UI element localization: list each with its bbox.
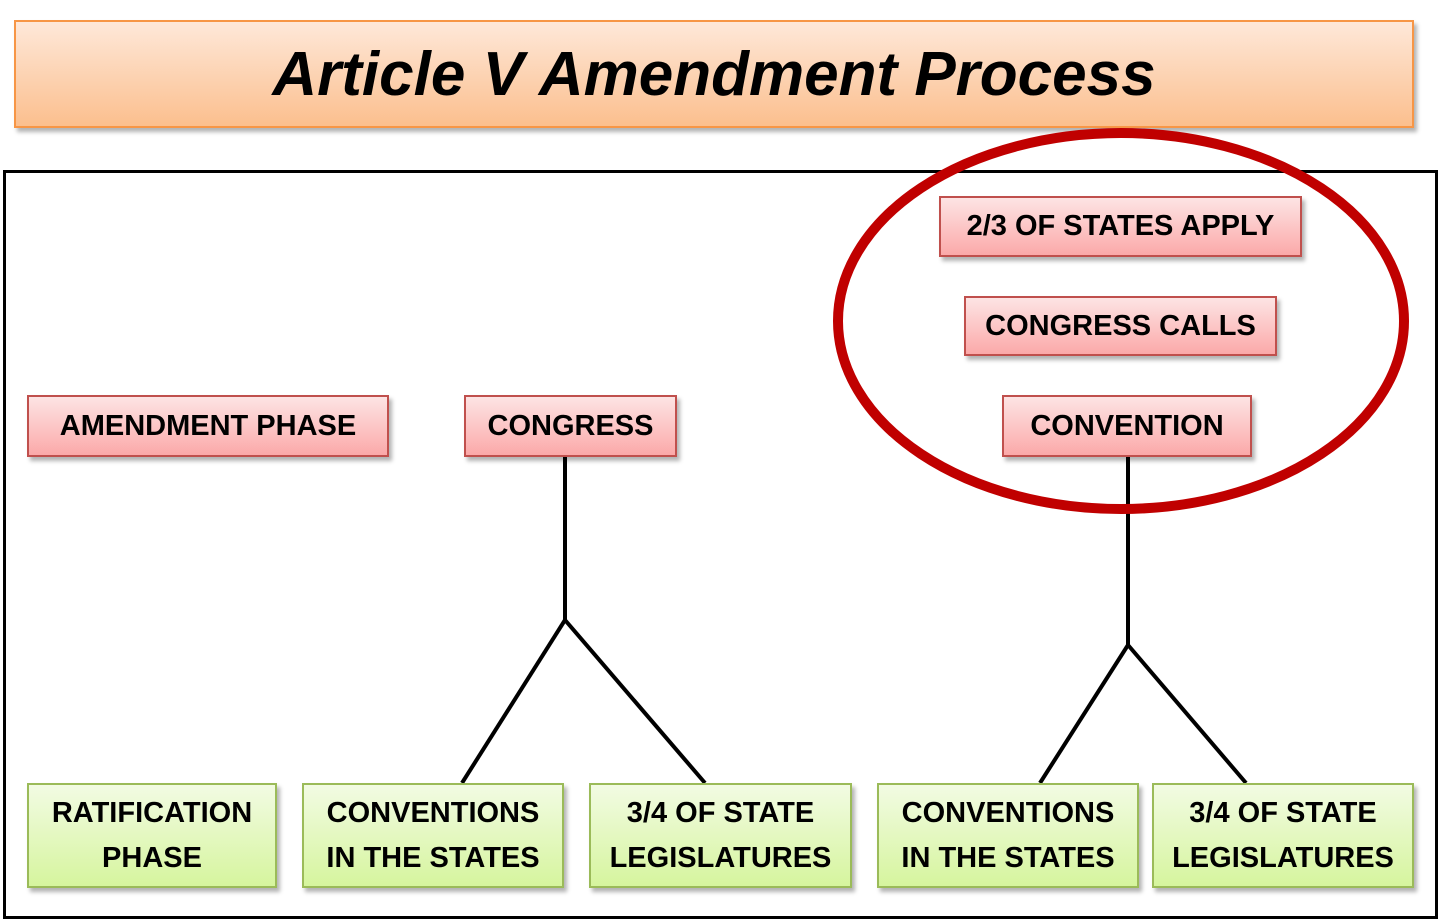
congress-conventions-box: CONVENTIONS IN THE STATES bbox=[302, 783, 564, 888]
box-line: IN THE STATES bbox=[326, 841, 540, 874]
congress-branch-right bbox=[563, 618, 707, 785]
convention-box: CONVENTION bbox=[1002, 395, 1252, 457]
diagram-frame bbox=[3, 170, 1438, 919]
box-line: 3/4 OF STATE bbox=[626, 796, 815, 829]
box-line: LEGISLATURES bbox=[609, 841, 832, 874]
congress-legislatures-box: 3/4 OF STATE LEGISLATURES bbox=[589, 783, 852, 888]
box-line: CONVENTIONS bbox=[326, 796, 540, 829]
congress-calls-box: CONGRESS CALLS bbox=[964, 296, 1277, 356]
box-line: PHASE bbox=[102, 841, 202, 874]
box-line: 3/4 OF STATE bbox=[1189, 796, 1377, 829]
convention-conventions-box: CONVENTIONS IN THE STATES bbox=[877, 783, 1139, 888]
congress-branch-left bbox=[460, 618, 567, 785]
ratification-phase-box: RATIFICATION PHASE bbox=[27, 783, 277, 888]
box-line: IN THE STATES bbox=[901, 841, 1115, 874]
box-line: LEGISLATURES bbox=[1172, 841, 1394, 874]
states-apply-box: 2/3 OF STATES APPLY bbox=[939, 196, 1302, 257]
box-line: RATIFICATION bbox=[51, 796, 253, 829]
convention-branch-right bbox=[1126, 643, 1248, 785]
amendment-phase-box: AMENDMENT PHASE bbox=[27, 395, 389, 457]
convention-legislatures-box: 3/4 OF STATE LEGISLATURES bbox=[1152, 783, 1414, 888]
page-title: Article V Amendment Process bbox=[14, 20, 1414, 128]
box-line: CONVENTIONS bbox=[901, 796, 1115, 829]
congress-box: CONGRESS bbox=[464, 395, 677, 457]
convention-branch-left bbox=[1038, 643, 1130, 785]
